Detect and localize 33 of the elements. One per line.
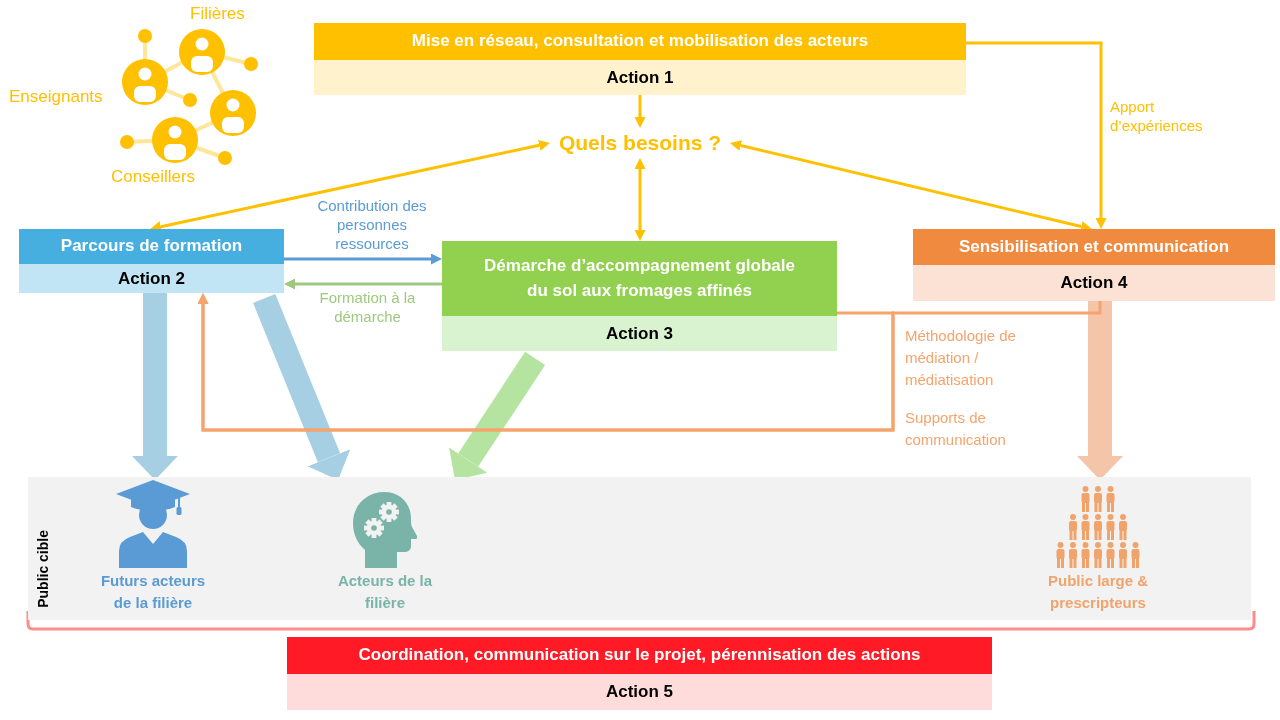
flow-note: Supports de communication bbox=[905, 408, 1007, 450]
thick-arrow bbox=[132, 293, 178, 480]
audience-label: Public large & prescripteurs bbox=[1047, 571, 1149, 613]
thick-arrow bbox=[1077, 301, 1123, 480]
arrow bbox=[634, 95, 646, 128]
flow-note: Méthodologie de médiation / médiatisation bbox=[905, 326, 1017, 390]
audience-label: Futurs acteurs de la filière bbox=[99, 571, 207, 613]
action-title: Sensibilisation et communication bbox=[913, 229, 1275, 265]
action-number: Action 1 bbox=[314, 60, 966, 95]
edge-label: Contribution des personnes ressources bbox=[316, 196, 428, 253]
arrow bbox=[284, 278, 442, 290]
band-title: Public cible bbox=[35, 530, 51, 608]
action-number: Action 4 bbox=[913, 265, 1275, 301]
arrow bbox=[966, 41, 1107, 229]
arrow bbox=[284, 253, 442, 265]
target-band bbox=[28, 477, 1251, 620]
arrow bbox=[730, 140, 1092, 232]
arrow bbox=[197, 293, 1102, 432]
arrow bbox=[634, 158, 646, 241]
action-title: Démarche d’accompagnement globale du sol aux fromages affinés bbox=[442, 241, 837, 316]
role-label: Enseignants bbox=[9, 86, 103, 107]
edge-label: Formation à la démarche bbox=[318, 288, 417, 326]
role-label: Filières bbox=[190, 3, 245, 24]
action-title: Coordination, communication sur le projet, pérennisation des actions bbox=[287, 637, 992, 674]
action-number: Action 5 bbox=[287, 674, 992, 710]
action-number: Action 2 bbox=[19, 264, 284, 293]
action-title: Mise en réseau, consultation et mobilisation des acteurs bbox=[314, 23, 966, 60]
action-title: Parcours de formation bbox=[19, 229, 284, 264]
action-number: Action 3 bbox=[442, 316, 837, 351]
audience-label: Acteurs de la filière bbox=[336, 571, 434, 613]
edge-label: Apport d’expériences bbox=[1110, 97, 1204, 135]
role-label: Conseillers bbox=[111, 166, 196, 187]
question-text: Quels besoins ? bbox=[550, 128, 730, 158]
